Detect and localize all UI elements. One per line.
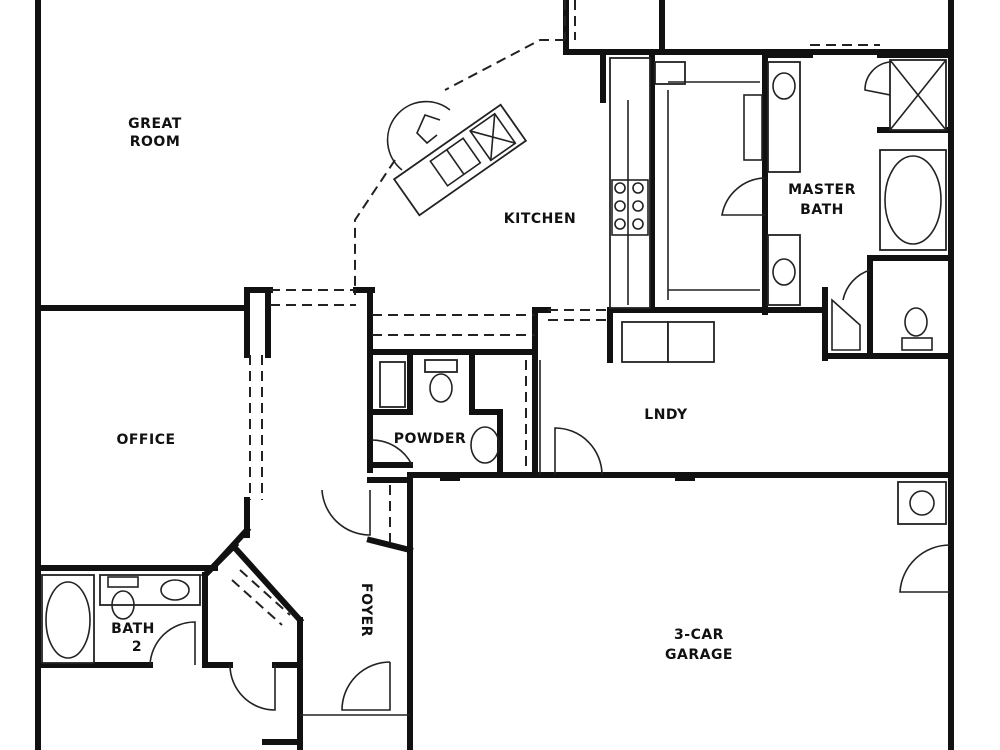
great-room-walls [35, 287, 375, 473]
master-bath-walls [762, 52, 953, 361]
laundry-label: LNDY [644, 407, 688, 423]
bath2-label: BATH [111, 621, 155, 637]
laundry-garage-walls [366, 472, 953, 750]
laundry-fixtures [539, 321, 715, 476]
kitchen-counters [609, 57, 763, 309]
master-bath-fixtures [721, 59, 947, 351]
room-labels: GREAT ROOM KITCHEN MASTER BATH OFFICE PO… [111, 116, 856, 663]
kitchen-island [386, 100, 528, 217]
kitchen-walls [369, 49, 828, 478]
powder-fixtures [371, 359, 500, 466]
bath2-fixtures [41, 574, 201, 666]
bath2-walls [35, 540, 305, 750]
foyer-label: FOYER [358, 583, 374, 637]
powder-walls [369, 349, 503, 478]
great-room-label-line2: ROOM [130, 134, 181, 150]
kitchen-label: KITCHEN [504, 211, 576, 227]
great-room-label: GREAT [128, 116, 182, 132]
office-walls [35, 497, 252, 571]
garage-fixtures [440, 475, 951, 593]
powder-label: POWDER [394, 431, 467, 447]
master-bath-label-line2: BATH [800, 202, 844, 218]
office-label: OFFICE [116, 432, 175, 448]
dashed-lines [231, 0, 880, 626]
master-bath-label: MASTER [788, 182, 856, 198]
garage-label: 3-CAR [674, 627, 724, 643]
garage-label-line2: GARAGE [665, 647, 733, 663]
bath2-label-line2: 2 [132, 639, 142, 655]
foyer-doors [229, 489, 410, 716]
